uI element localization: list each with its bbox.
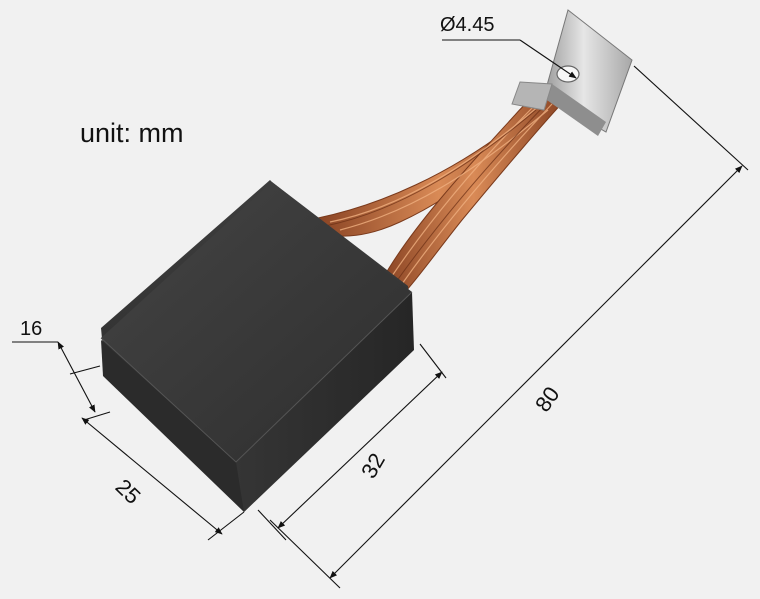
dimension-thickness-label: 16: [20, 318, 43, 340]
terminal-lug: [511, 9, 633, 136]
dimension-hole-diameter-label: Ø4.45: [440, 14, 495, 36]
dimension-lines: [12, 39, 749, 589]
terminal-hole: [556, 65, 580, 83]
unit-label: unit: mm: [80, 118, 184, 148]
